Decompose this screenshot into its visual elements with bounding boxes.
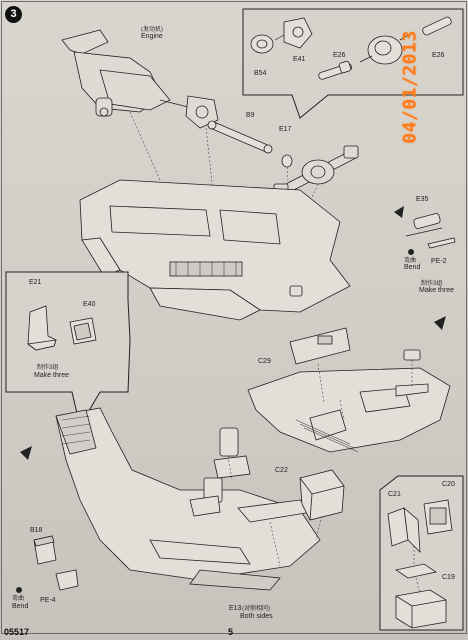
label-c21: C21 xyxy=(388,491,401,498)
part-e26-right-drawing xyxy=(422,16,452,36)
part-b9-drawing xyxy=(207,120,273,154)
part-pe2-drawing xyxy=(427,237,456,249)
part-c20-drawing xyxy=(423,499,453,535)
label-make-three-cn-1: 制作3组 xyxy=(421,281,443,287)
storage-box-drawing xyxy=(299,469,345,521)
kit-number: 05517 xyxy=(4,627,30,637)
label-bend-cn-1: 弯曲 xyxy=(404,258,417,264)
part-c21-drawing xyxy=(387,507,421,554)
label-b9: B9 xyxy=(246,112,255,119)
hull-chassis-drawing xyxy=(79,179,351,321)
page-number: 5 xyxy=(228,627,234,637)
battery-box-drawing xyxy=(395,589,447,629)
part-pe4-drawing xyxy=(55,569,79,591)
part-e41-drawing xyxy=(283,17,313,49)
part-e21-drawing xyxy=(26,305,57,351)
label-e35: E35 xyxy=(416,196,429,203)
label-c19: C19 xyxy=(442,574,455,581)
label-bend-cn-2: 弯曲 xyxy=(12,596,25,602)
differential-housing-drawing xyxy=(359,33,411,65)
seat-detail-callout xyxy=(5,271,131,428)
label-make-three-cn-2: 制作3组 xyxy=(37,365,59,371)
label-make-three-1: Make three xyxy=(419,287,455,294)
driver-seat-drawing xyxy=(189,427,251,517)
part-e26-left-drawing xyxy=(318,60,353,80)
step-number-badge: 3 xyxy=(5,6,22,23)
lower-hull-rear-drawing xyxy=(247,349,451,453)
label-b18: B18 xyxy=(30,527,43,534)
label-make-three-2: Make three xyxy=(34,372,70,379)
label-pe4: PE-4 xyxy=(40,597,56,604)
label-c29: C29 xyxy=(258,358,271,365)
part-c29-drawing xyxy=(289,327,351,365)
direction-arrows xyxy=(20,206,446,460)
label-e21: E21 xyxy=(29,279,42,286)
label-pe2: PE-2 xyxy=(431,258,447,265)
label-e40: E40 xyxy=(83,301,96,308)
label-bend-1: Bend xyxy=(404,264,421,271)
label-c20: C20 xyxy=(442,481,455,488)
part-b54-drawing xyxy=(250,34,274,54)
label-e26-left: E26 xyxy=(333,52,346,59)
part-e17-drawing xyxy=(281,154,293,168)
label-e13: E13 xyxy=(229,605,242,612)
label-e17: E17 xyxy=(279,126,292,133)
label-c22: C22 xyxy=(275,467,288,474)
bend-check-icon-2 xyxy=(16,587,22,593)
engine-assembly-drawing xyxy=(61,29,219,129)
label-e41: E41 xyxy=(293,56,306,63)
label-both-sides: Both sides xyxy=(240,613,273,620)
interior-floor-drawing xyxy=(55,407,321,591)
label-e26-right: E26 xyxy=(432,52,445,59)
date-stamp: 04/01/2013 xyxy=(399,30,421,144)
label-engine-cn: (发动机) xyxy=(141,27,163,33)
part-c19-drawing xyxy=(394,563,438,579)
label-bend-2: Bend xyxy=(12,603,29,610)
label-engine: Engine xyxy=(141,33,163,40)
label-b54: B54 xyxy=(254,70,267,77)
bend-check-icon-1 xyxy=(408,249,414,255)
part-b18-drawing xyxy=(33,535,57,565)
part-e40-drawing xyxy=(69,317,97,345)
part-e35-drawing xyxy=(405,213,443,237)
label-e13-cn: (对侧相同) xyxy=(242,606,270,612)
